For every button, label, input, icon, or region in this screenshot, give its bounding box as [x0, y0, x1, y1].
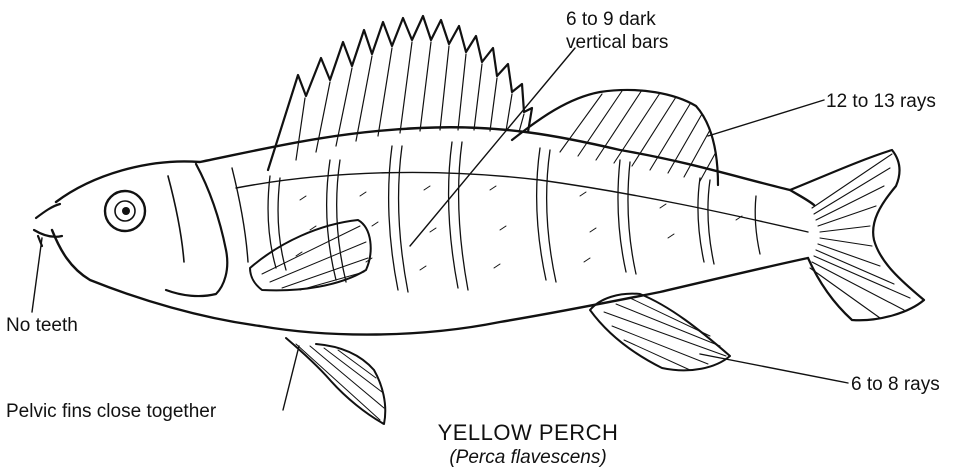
- anal-rays-label: 6 to 8 rays: [851, 373, 940, 396]
- tail-rays: [810, 154, 910, 318]
- operculum: [166, 164, 227, 296]
- bars-label-line1: 6 to 9 dark: [566, 8, 668, 31]
- scientific-name: (Perca flavescens): [378, 446, 678, 469]
- spiny-dorsal-rays: [296, 42, 524, 160]
- scale-marks: [296, 186, 742, 270]
- pectoral-fin: [250, 220, 371, 290]
- dorsal-rays-label: 12 to 13 rays: [826, 90, 936, 113]
- species-title: YELLOW PERCH (Perca flavescens): [378, 420, 678, 469]
- fish-body-outline: [56, 127, 814, 205]
- tail-fin: [790, 150, 924, 320]
- bars-label-line2: vertical bars: [566, 31, 668, 54]
- mouth: [34, 204, 62, 246]
- no-teeth-label: No teeth: [6, 314, 78, 337]
- pelvic-label: Pelvic fins close together: [6, 400, 216, 423]
- bars-label: 6 to 9 dark vertical bars: [566, 8, 668, 54]
- lateral-line: [236, 172, 808, 232]
- common-name: YELLOW PERCH: [378, 420, 678, 446]
